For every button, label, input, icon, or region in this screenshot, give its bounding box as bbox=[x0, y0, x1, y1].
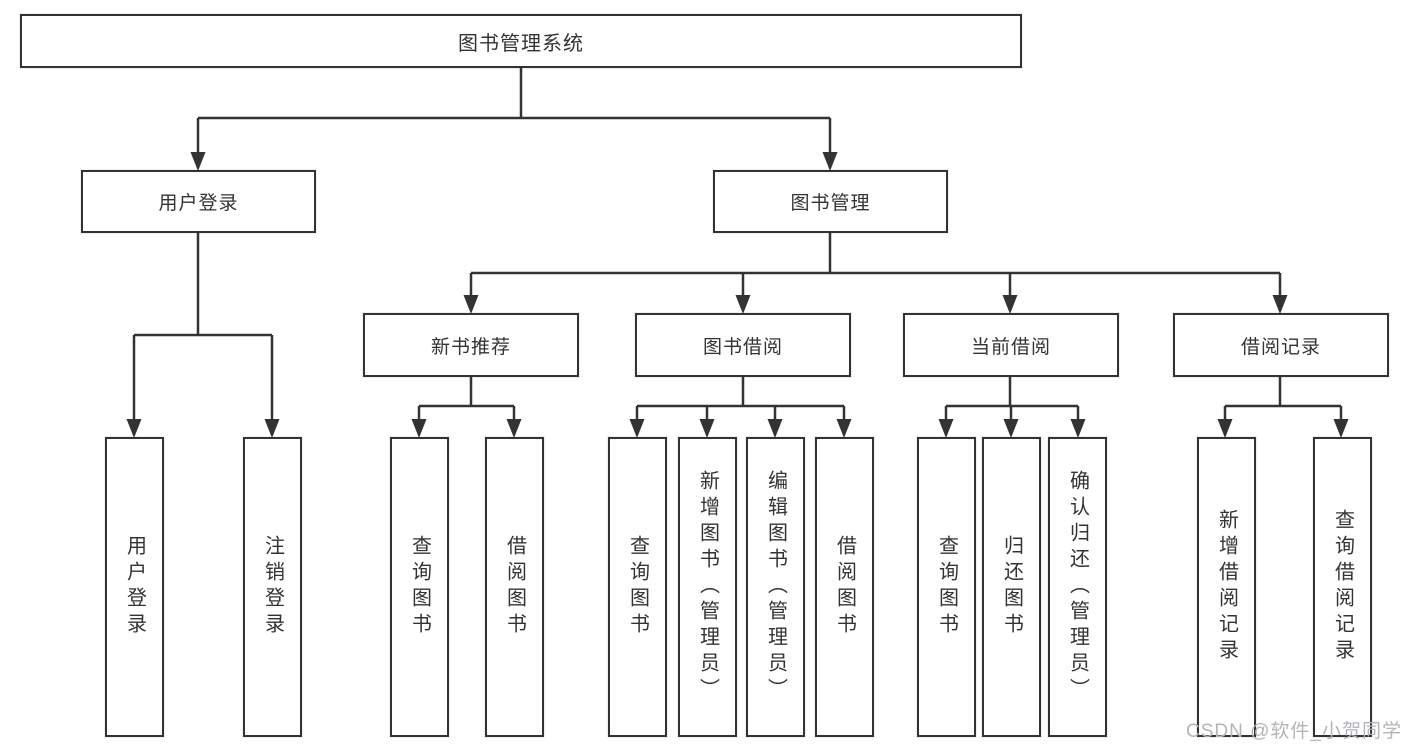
leaf-bb-borrow-books: 借阅图书 bbox=[815, 437, 874, 737]
node-current-borrow: 当前借阅 bbox=[903, 313, 1119, 377]
leaf-bb-query-books: 查询图书 bbox=[608, 437, 667, 737]
node-label: 查询借阅记录 bbox=[1331, 509, 1354, 665]
node-label: 确认归还（管理员） bbox=[1066, 470, 1089, 704]
node-label: 用户登录 bbox=[123, 535, 146, 639]
node-label: 归还图书 bbox=[1000, 535, 1023, 639]
node-label: 当前借阅 bbox=[970, 336, 1051, 358]
node-label: 图书管理系统 bbox=[458, 32, 584, 55]
leaf-cb-confirm-return-admin: 确认归还（管理员） bbox=[1048, 437, 1107, 737]
node-label: 查询图书 bbox=[408, 535, 431, 639]
leaf-user-login: 用户登录 bbox=[105, 437, 164, 737]
node-borrow-records: 借阅记录 bbox=[1173, 313, 1389, 377]
node-label: 借阅图书 bbox=[503, 535, 526, 639]
leaf-cb-return-books: 归还图书 bbox=[982, 437, 1041, 737]
node-label: 新书推荐 bbox=[430, 336, 511, 358]
node-root-library-system: 图书管理系统 bbox=[20, 14, 1022, 68]
node-label: 借阅记录 bbox=[1240, 336, 1321, 358]
node-book-management: 图书管理 bbox=[713, 170, 948, 233]
node-user-login: 用户登录 bbox=[81, 170, 316, 233]
node-label: 注销登录 bbox=[261, 535, 284, 639]
node-label: 新增图书（管理员） bbox=[696, 470, 719, 704]
leaf-cb-query-books: 查询图书 bbox=[917, 437, 976, 737]
node-book-borrow: 图书借阅 bbox=[635, 313, 851, 377]
leaf-bb-edit-books-admin: 编辑图书（管理员） bbox=[746, 437, 805, 737]
leaf-nbr-query-books: 查询图书 bbox=[390, 437, 449, 737]
leaf-bb-add-books-admin: 新增图书（管理员） bbox=[678, 437, 737, 737]
node-label: 查询图书 bbox=[935, 535, 958, 639]
node-label: 查询图书 bbox=[626, 535, 649, 639]
leaf-br-query-record: 查询借阅记录 bbox=[1313, 437, 1372, 737]
node-label: 用户登录 bbox=[158, 193, 239, 214]
node-label: 图书借阅 bbox=[702, 336, 783, 358]
node-label: 图书管理 bbox=[790, 193, 871, 214]
leaf-nbr-borrow-books: 借阅图书 bbox=[485, 437, 544, 737]
node-new-book-recommend: 新书推荐 bbox=[363, 313, 579, 377]
leaf-br-add-record: 新增借阅记录 bbox=[1197, 437, 1256, 737]
node-label: 新增借阅记录 bbox=[1215, 509, 1238, 665]
node-label: 编辑图书（管理员） bbox=[764, 470, 787, 704]
leaf-logout: 注销登录 bbox=[243, 437, 302, 737]
node-label: 借阅图书 bbox=[833, 535, 856, 639]
